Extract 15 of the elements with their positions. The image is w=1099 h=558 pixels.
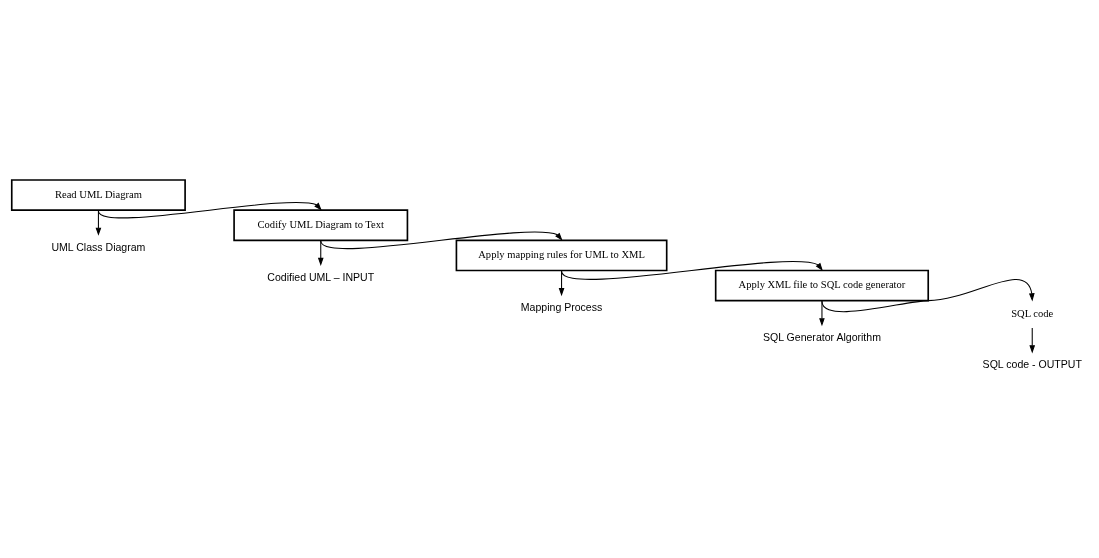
- arrow: [97, 201, 322, 218]
- arrow: [320, 231, 563, 249]
- node-text: SQL code - OUTPUT: [982, 357, 1082, 370]
- node-text: Mapping Process: [520, 300, 603, 313]
- node-text: SQL code: [1011, 307, 1054, 319]
- arrow: [561, 260, 823, 280]
- node-text: Codified UML – INPUT: [267, 270, 375, 283]
- node-text: UML Class Diagram: [51, 240, 146, 253]
- arrow: [1029, 326, 1036, 353]
- node-box: Read UML Diagram: [10, 178, 186, 211]
- node-box: Codify UML Diagram to Text: [233, 208, 409, 241]
- node-box: Apply XML file to SQL code generator: [714, 269, 930, 301]
- node-box: Apply mapping rules for UML to XML: [455, 239, 668, 271]
- node-text: SQL Generator Algorithm: [762, 330, 881, 343]
- arrow: [821, 278, 1035, 312]
